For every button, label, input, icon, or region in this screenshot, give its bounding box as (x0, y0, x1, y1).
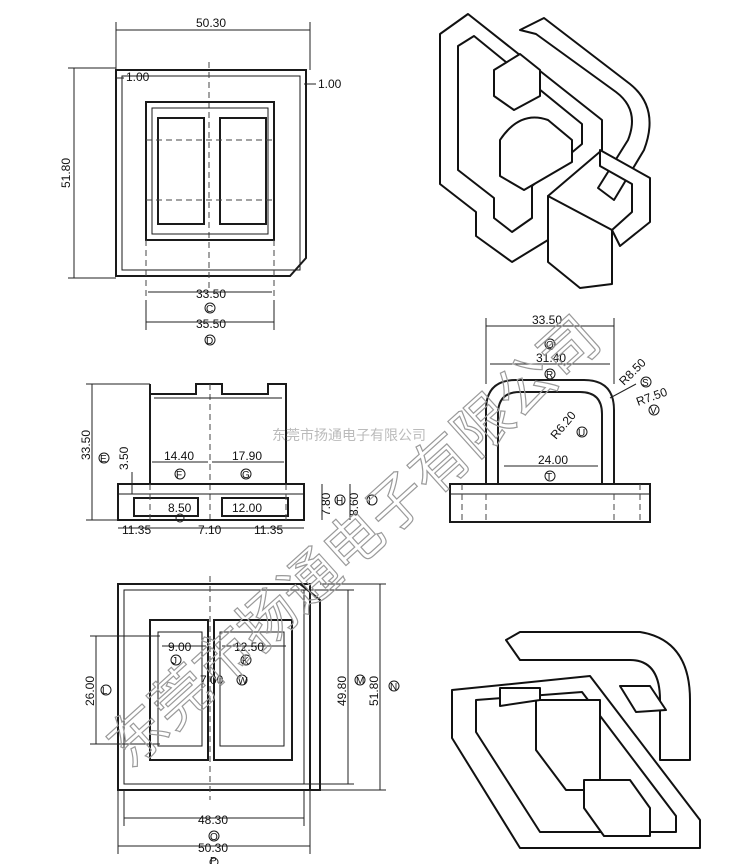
watermark-small: 东莞市扬通电子有限公司 (272, 427, 426, 444)
dim-bottom-m: 49.80 (335, 676, 349, 706)
callout-j: J (172, 656, 177, 667)
isometric-view-top (439, 13, 651, 289)
dim-bottom-w: 7.00 (200, 673, 224, 687)
dim-top-right-wall: 1.00 (318, 77, 342, 91)
dim-side-r: 31.40 (536, 351, 566, 365)
callout-t: T (546, 472, 552, 483)
callout-u: U (578, 428, 585, 439)
callout-v: V (650, 406, 657, 417)
bottom-view: 9.00 J 12.50 K 7.00 W 26.00 L 49.80 M 51… (83, 576, 400, 864)
callout-d: D (206, 336, 213, 347)
dim-side-u: R6.20 (548, 408, 580, 442)
top-view: 50.30 51.80 1.00 1.00 33.50 C (59, 16, 342, 347)
dim-bottom-p: 50.30 (198, 841, 228, 855)
callout-c: C (206, 304, 213, 315)
dim-bottom-j: 9.00 (168, 640, 192, 654)
dim-front-center: 7.10 (198, 523, 222, 537)
dim-side-q: 33.50 (532, 313, 562, 327)
callout-w: W (238, 676, 248, 687)
dim-top-width: 50.30 (196, 16, 226, 30)
callout-f: F (176, 470, 182, 481)
callout-o: O (210, 832, 218, 843)
dim-front-slot-left: 8.50 (168, 501, 192, 515)
dim-top-left-wall: 1.00 (126, 70, 150, 84)
dim-top-inner-d: 35.50 (196, 317, 226, 331)
dim-side-t: 24.00 (538, 453, 568, 467)
callout-q: Q (546, 340, 554, 351)
dim-front-h: 7.80 (319, 492, 333, 516)
callout-h: H (336, 496, 343, 507)
dim-bottom-k: 12.50 (234, 640, 264, 654)
isometric-view-bottom (451, 631, 701, 849)
dim-top-height: 51.80 (59, 158, 73, 188)
callout-e: E (100, 454, 107, 465)
dim-front-g: 17.90 (232, 449, 262, 463)
callout-l: L (102, 686, 108, 697)
callout-i: I (368, 496, 371, 507)
callout-k: K (242, 656, 249, 667)
callout-g: G (242, 470, 250, 481)
dim-bottom-o: 48.30 (198, 813, 228, 827)
dim-front-margin-right: 11.35 (254, 523, 283, 537)
dim-front-step: 3.50 (117, 446, 131, 470)
dim-bottom-n: 51.80 (367, 676, 381, 706)
callout-n: N (390, 682, 397, 693)
dim-front-height-e: 33.50 (79, 430, 93, 460)
dim-front-f: 14.40 (164, 449, 194, 463)
callout-r: R (546, 370, 553, 381)
dim-front-slot-right: 12.00 (232, 501, 262, 515)
dim-top-inner-c: 33.50 (196, 287, 226, 301)
dim-front-margin-left: 11.35 (122, 523, 151, 537)
callout-p: P (210, 856, 217, 864)
dim-bottom-l: 26.00 (83, 676, 97, 706)
front-view: 33.50 E 3.50 14.40 F 17.90 G 8.50 12.00 … (79, 383, 378, 537)
dim-front-i: 8.60 (347, 492, 361, 516)
callout-s: S (642, 378, 649, 389)
callout-m: M (356, 676, 364, 687)
